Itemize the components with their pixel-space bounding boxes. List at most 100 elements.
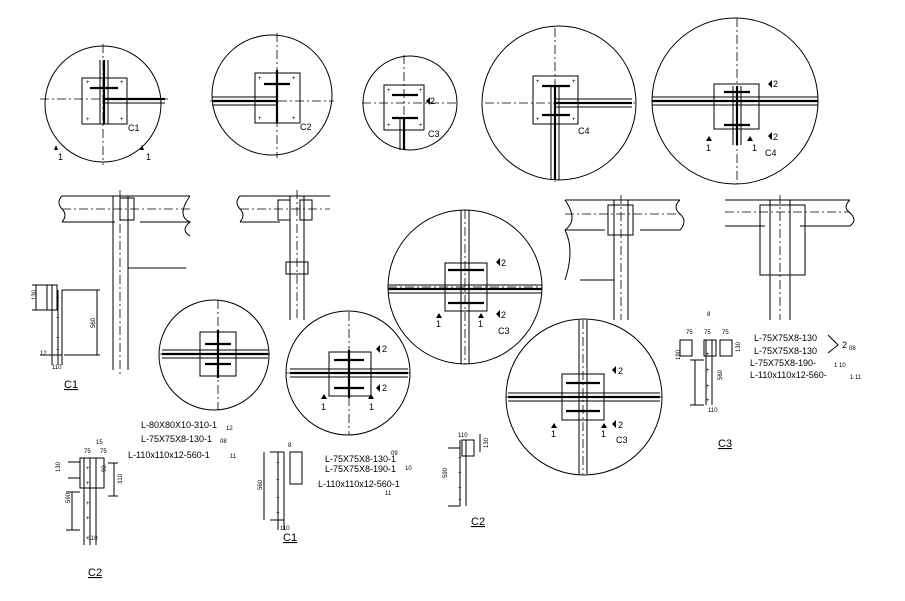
svg-text:+: + bbox=[292, 116, 296, 122]
detail-title: C2 bbox=[471, 516, 485, 528]
dim-label: 8 bbox=[288, 443, 292, 449]
angle-detail-c2-center: ++ ++ 110 130 590 C2 bbox=[443, 433, 490, 528]
svg-text:+: + bbox=[536, 117, 540, 123]
dim-label: 560 bbox=[258, 479, 264, 490]
section-mark: 1 bbox=[752, 143, 757, 153]
detail-label: C2 bbox=[300, 122, 312, 132]
dim-label: 130 bbox=[56, 461, 62, 472]
part-number: 12 bbox=[226, 426, 233, 432]
svg-text:+: + bbox=[56, 348, 60, 354]
section-mark: 2 bbox=[501, 258, 506, 268]
dim-label: 110 bbox=[708, 408, 718, 414]
dim-label: 15 bbox=[96, 440, 103, 446]
svg-text:+: + bbox=[292, 76, 296, 82]
parts-list-c1-center: L-75X75X8-130-1 09 L-75X75X8-190-1 10 L-… bbox=[318, 451, 412, 497]
part-number: 11 bbox=[230, 454, 237, 460]
parts-list-c3: L-75X75X8-130 L-75X75X8-130 2 08 L-75X75… bbox=[750, 333, 862, 381]
detail-circle-c3: ++ ++ 2 C3 bbox=[362, 55, 458, 151]
svg-text:+: + bbox=[56, 336, 60, 342]
part-line: L-110x110x12-560- bbox=[750, 370, 827, 380]
svg-text:+: + bbox=[86, 516, 90, 522]
svg-text:+: + bbox=[86, 481, 90, 487]
beam-elevation-1 bbox=[58, 190, 191, 375]
svg-text:+: + bbox=[276, 461, 280, 467]
part-line: L-110x110x12-560-1 bbox=[318, 479, 400, 489]
angle-detail-c1-center: ++ ++ 8 560 110 C1 bbox=[258, 443, 303, 544]
dim-label: 75 bbox=[722, 330, 729, 336]
svg-text:+: + bbox=[419, 88, 423, 94]
svg-text:+: + bbox=[276, 496, 280, 502]
angle-detail-c2: ++ ++ + 15 75 75 130 90 310 590 110 C2 bbox=[56, 440, 124, 579]
part-line: L-75X75X8-130 bbox=[754, 333, 817, 343]
section-mark: 2 bbox=[382, 383, 387, 393]
part-number: 1 11 bbox=[850, 375, 862, 381]
svg-text:+: + bbox=[86, 536, 90, 542]
svg-text:+: + bbox=[419, 123, 423, 129]
section-mark: 2 bbox=[430, 96, 435, 106]
dim-label: 75 bbox=[84, 449, 91, 455]
detail-title: C2 bbox=[88, 567, 102, 579]
part-number: 09 bbox=[391, 451, 398, 457]
svg-text:+: + bbox=[536, 79, 540, 85]
detail-circle-c3-low: 2 2 1 1 C3 bbox=[505, 318, 663, 476]
dim-label: 560 bbox=[718, 369, 724, 380]
detail-label: C4 bbox=[765, 148, 777, 158]
part-number: 11 bbox=[385, 491, 392, 497]
dim-label: 90 bbox=[102, 465, 108, 472]
beam-elevation-3 bbox=[564, 195, 685, 320]
part-number: 08 bbox=[220, 439, 227, 445]
svg-text:+: + bbox=[56, 316, 60, 322]
section-mark: 1 bbox=[146, 152, 151, 162]
section-mark: 2 bbox=[618, 420, 623, 430]
svg-text:+: + bbox=[387, 123, 391, 129]
svg-text:+: + bbox=[86, 117, 90, 123]
svg-text:+: + bbox=[276, 511, 280, 517]
svg-text:+: + bbox=[120, 117, 124, 123]
svg-text:+: + bbox=[706, 352, 710, 358]
detail-circle-c4: ++ ++ C4 bbox=[481, 25, 637, 182]
section-mark: 2 bbox=[618, 366, 623, 376]
section-mark: 2 bbox=[773, 132, 778, 142]
svg-text:+: + bbox=[56, 296, 60, 302]
svg-text:+: + bbox=[86, 501, 90, 507]
svg-text:+: + bbox=[706, 384, 710, 390]
detail-circle-c3-mid: 2 2 1 1 C3 bbox=[387, 209, 543, 365]
svg-text:+: + bbox=[458, 456, 462, 462]
section-mark: 2 bbox=[501, 310, 506, 320]
section-mark: 2 bbox=[773, 79, 778, 89]
dim-label: 310 bbox=[118, 473, 124, 484]
dim-label: 130 bbox=[736, 341, 742, 352]
part-number: 2 bbox=[842, 340, 847, 350]
svg-text:+: + bbox=[706, 368, 710, 374]
section-mark: 1 bbox=[478, 319, 483, 329]
detail-circle-c4-section: 2 2 1 1 C4 bbox=[651, 17, 819, 185]
part-line: L-75X75X8-130-1 bbox=[325, 454, 396, 464]
dim-label: 560 bbox=[91, 317, 97, 328]
detail-circle-left-mid bbox=[158, 299, 270, 411]
part-number: 08 bbox=[849, 346, 856, 352]
parts-list-c1: L-80X80X10-310-1 12 L-75X75X8-130-1 08 L… bbox=[128, 420, 237, 460]
detail-title: C1 bbox=[64, 379, 78, 391]
detail-label: C4 bbox=[578, 126, 590, 136]
dim-label: 590 bbox=[66, 492, 72, 503]
dim-label: 12 bbox=[40, 351, 47, 357]
detail-title: C3 bbox=[718, 438, 732, 450]
part-line: L-75X75X8-190-1 bbox=[325, 464, 396, 474]
detail-title: C1 bbox=[283, 532, 297, 544]
detail-label: C3 bbox=[428, 129, 440, 139]
section-mark: 1 bbox=[436, 319, 441, 329]
part-number: 10 bbox=[405, 466, 412, 472]
svg-text:+: + bbox=[86, 80, 90, 86]
dim-label: 75 bbox=[100, 449, 107, 455]
part-line: L-75X75X8-130 bbox=[754, 346, 817, 356]
svg-text:+: + bbox=[458, 471, 462, 477]
section-mark: 1 bbox=[706, 143, 711, 153]
svg-text:+: + bbox=[572, 117, 576, 123]
dim-label: 75 bbox=[704, 330, 711, 336]
section-mark: 1 bbox=[601, 429, 606, 439]
beam-elevation-2 bbox=[236, 190, 330, 320]
section-mark: 1 bbox=[58, 152, 63, 162]
svg-text:+: + bbox=[276, 478, 280, 484]
